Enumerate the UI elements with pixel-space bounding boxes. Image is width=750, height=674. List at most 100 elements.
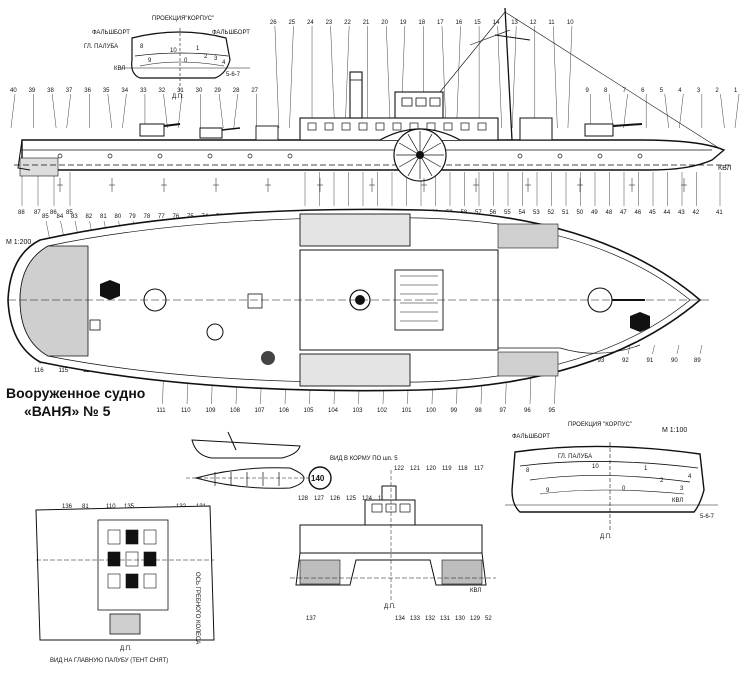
- deck-callout-136: 136: [62, 504, 73, 510]
- profile-lower-48: 48: [606, 210, 613, 216]
- profile-hull: [21, 139, 726, 171]
- plan-lower-92: 92: [622, 358, 629, 364]
- stern-bottom-133: 133: [410, 616, 421, 622]
- stern-bottom-52: 52: [485, 616, 492, 622]
- profile-callout-25: 25: [288, 20, 295, 26]
- plan-callout-84: 84: [57, 214, 64, 220]
- profile-lower-53: 53: [533, 210, 540, 216]
- aft-hatch: [255, 125, 279, 141]
- aft-gun: [139, 123, 165, 137]
- plan-lower-100: 100: [426, 408, 437, 414]
- profile-lower-47: 47: [620, 210, 627, 216]
- small-bulwark-left: ФАЛЬШБОРТ: [92, 30, 130, 36]
- profile-callout-5: 5: [660, 88, 664, 94]
- plan-lower-102: 102: [377, 408, 388, 414]
- profile-callout-36: 36: [84, 88, 91, 94]
- plan-lower-99: 99: [451, 408, 458, 414]
- plan-lower-93: 93: [598, 358, 605, 364]
- boat-number: 140: [311, 474, 325, 483]
- deck-caption: ВИД НА ГЛАВНУЮ ПАЛУБУ (ТЕНТ СНЯТ): [50, 658, 168, 664]
- profile-lower-46: 46: [635, 210, 642, 216]
- profile-callout-13: 13: [511, 20, 518, 26]
- profile-callout-12: 12: [530, 20, 537, 26]
- small-centerline: Д.П.: [172, 94, 184, 100]
- body-bulwark: ФАЛЬШБОРТ: [512, 434, 550, 440]
- body-waterline: КВЛ: [672, 498, 683, 504]
- plan-callout-80: 80: [115, 214, 122, 220]
- body-station-2: 2: [660, 478, 664, 484]
- profile-callout-27: 27: [251, 88, 258, 94]
- plan-lower-90: 90: [671, 358, 678, 364]
- stern-waterline: КВЛ: [470, 588, 481, 594]
- profile-callout-39: 39: [29, 88, 36, 94]
- plan-lower-106: 106: [279, 408, 290, 414]
- plan-lower-115: 115: [59, 368, 69, 374]
- profile-lower-43: 43: [678, 210, 685, 216]
- profile-callout-10: 10: [567, 20, 574, 26]
- profile-callout-2: 2: [715, 88, 719, 94]
- small-station-9: 9: [148, 58, 152, 64]
- stern-top-118: 118: [458, 466, 468, 472]
- body-heading: ПРОЕКЦИЯ "КОРПУС": [568, 422, 632, 428]
- profile-waterline-label: КВЛ: [718, 165, 732, 172]
- plan-lower-116: 116: [34, 368, 44, 374]
- plan-view: М 1:200 85848382818079787776757473727170…: [6, 208, 712, 414]
- stern-bottom-131: 131: [440, 616, 451, 622]
- profile-callout-3: 3: [697, 88, 701, 94]
- stern-top-126: 126: [330, 496, 341, 502]
- profile-callout-35: 35: [103, 88, 110, 94]
- profile-callout-29: 29: [214, 88, 221, 94]
- stern-top-125: 125: [346, 496, 357, 502]
- profile-callout-19: 19: [400, 20, 407, 26]
- body-station-end: 5-6-7: [700, 514, 715, 520]
- bridge: [394, 91, 444, 119]
- plan-lower-97: 97: [500, 408, 507, 414]
- stern-bottom-130: 130: [455, 616, 466, 622]
- profile-callout-17: 17: [437, 20, 444, 26]
- plan-callout-76: 76: [173, 214, 180, 220]
- small-station-2: 2: [204, 54, 208, 60]
- bow-cabin: [519, 117, 553, 141]
- stern-view: ВИД В КОРМУ ПО шп. 5 1281271261251241231…: [290, 456, 496, 622]
- plan-callout-85: 85: [42, 214, 49, 220]
- stern-bottom-137: 137: [306, 616, 317, 622]
- profile-lower-57: 57: [475, 210, 482, 216]
- plan-lower-110: 110: [181, 408, 191, 414]
- plan-lower-107: 107: [255, 408, 266, 414]
- profile-callout-22: 22: [344, 20, 351, 26]
- stern-title: ВИД В КОРМУ ПО шп. 5: [330, 456, 398, 462]
- profile-callout-37: 37: [66, 88, 73, 94]
- body-station-0: 0: [622, 486, 626, 492]
- plan-callout-83: 83: [71, 214, 78, 220]
- small-station-8: 8: [140, 44, 144, 50]
- plan-lower-111: 111: [157, 408, 167, 414]
- profile-lower-50: 50: [577, 210, 584, 216]
- profile-lower-42: 42: [693, 210, 700, 216]
- plan-lower-103: 103: [353, 408, 364, 414]
- profile-callout-15: 15: [474, 20, 481, 26]
- profile-callout-21: 21: [363, 20, 370, 26]
- profile-callout-34: 34: [121, 88, 128, 94]
- stern-top-119: 119: [442, 466, 452, 472]
- profile-callout-38: 38: [47, 88, 54, 94]
- profile-lower-56: 56: [490, 210, 497, 216]
- small-projection-heading: ПРОЕКЦИЯ"КОРПУС": [152, 16, 214, 22]
- small-body-projection: ПРОЕКЦИЯ"КОРПУС" ФАЛЬШБОРТ ФАЛЬШБОРТ ГЛ.…: [84, 16, 250, 100]
- profile-callout-6: 6: [641, 88, 645, 94]
- stern-top-120: 120: [426, 466, 437, 472]
- profile-callout-30: 30: [196, 88, 203, 94]
- body-main-deck: ГЛ. ПАЛУБА: [558, 454, 592, 460]
- plan-lower-98: 98: [475, 408, 482, 414]
- stern-bottom-132: 132: [425, 616, 436, 622]
- profile-lower-85: 85: [66, 210, 73, 216]
- deck-callout-110: 110: [106, 504, 116, 510]
- title-line2: «ВАНЯ» № 5: [24, 403, 111, 419]
- body-station-10: 10: [592, 464, 599, 470]
- profile-callout-1: 1: [734, 88, 738, 94]
- stern-centerline: Д.П.: [384, 604, 396, 610]
- profile-lower-52: 52: [548, 210, 555, 216]
- profile-lower-87: 87: [34, 210, 41, 216]
- body-centerline: Д.П.: [600, 534, 612, 540]
